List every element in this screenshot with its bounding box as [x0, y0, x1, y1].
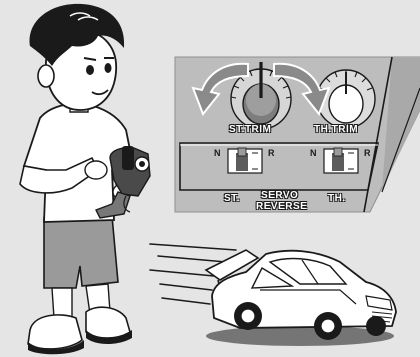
rc-car-icon	[0, 0, 420, 357]
illustration-canvas: ST.TRIM TH.TRIM N R N R ST. SERVO REVERS…	[0, 0, 420, 357]
